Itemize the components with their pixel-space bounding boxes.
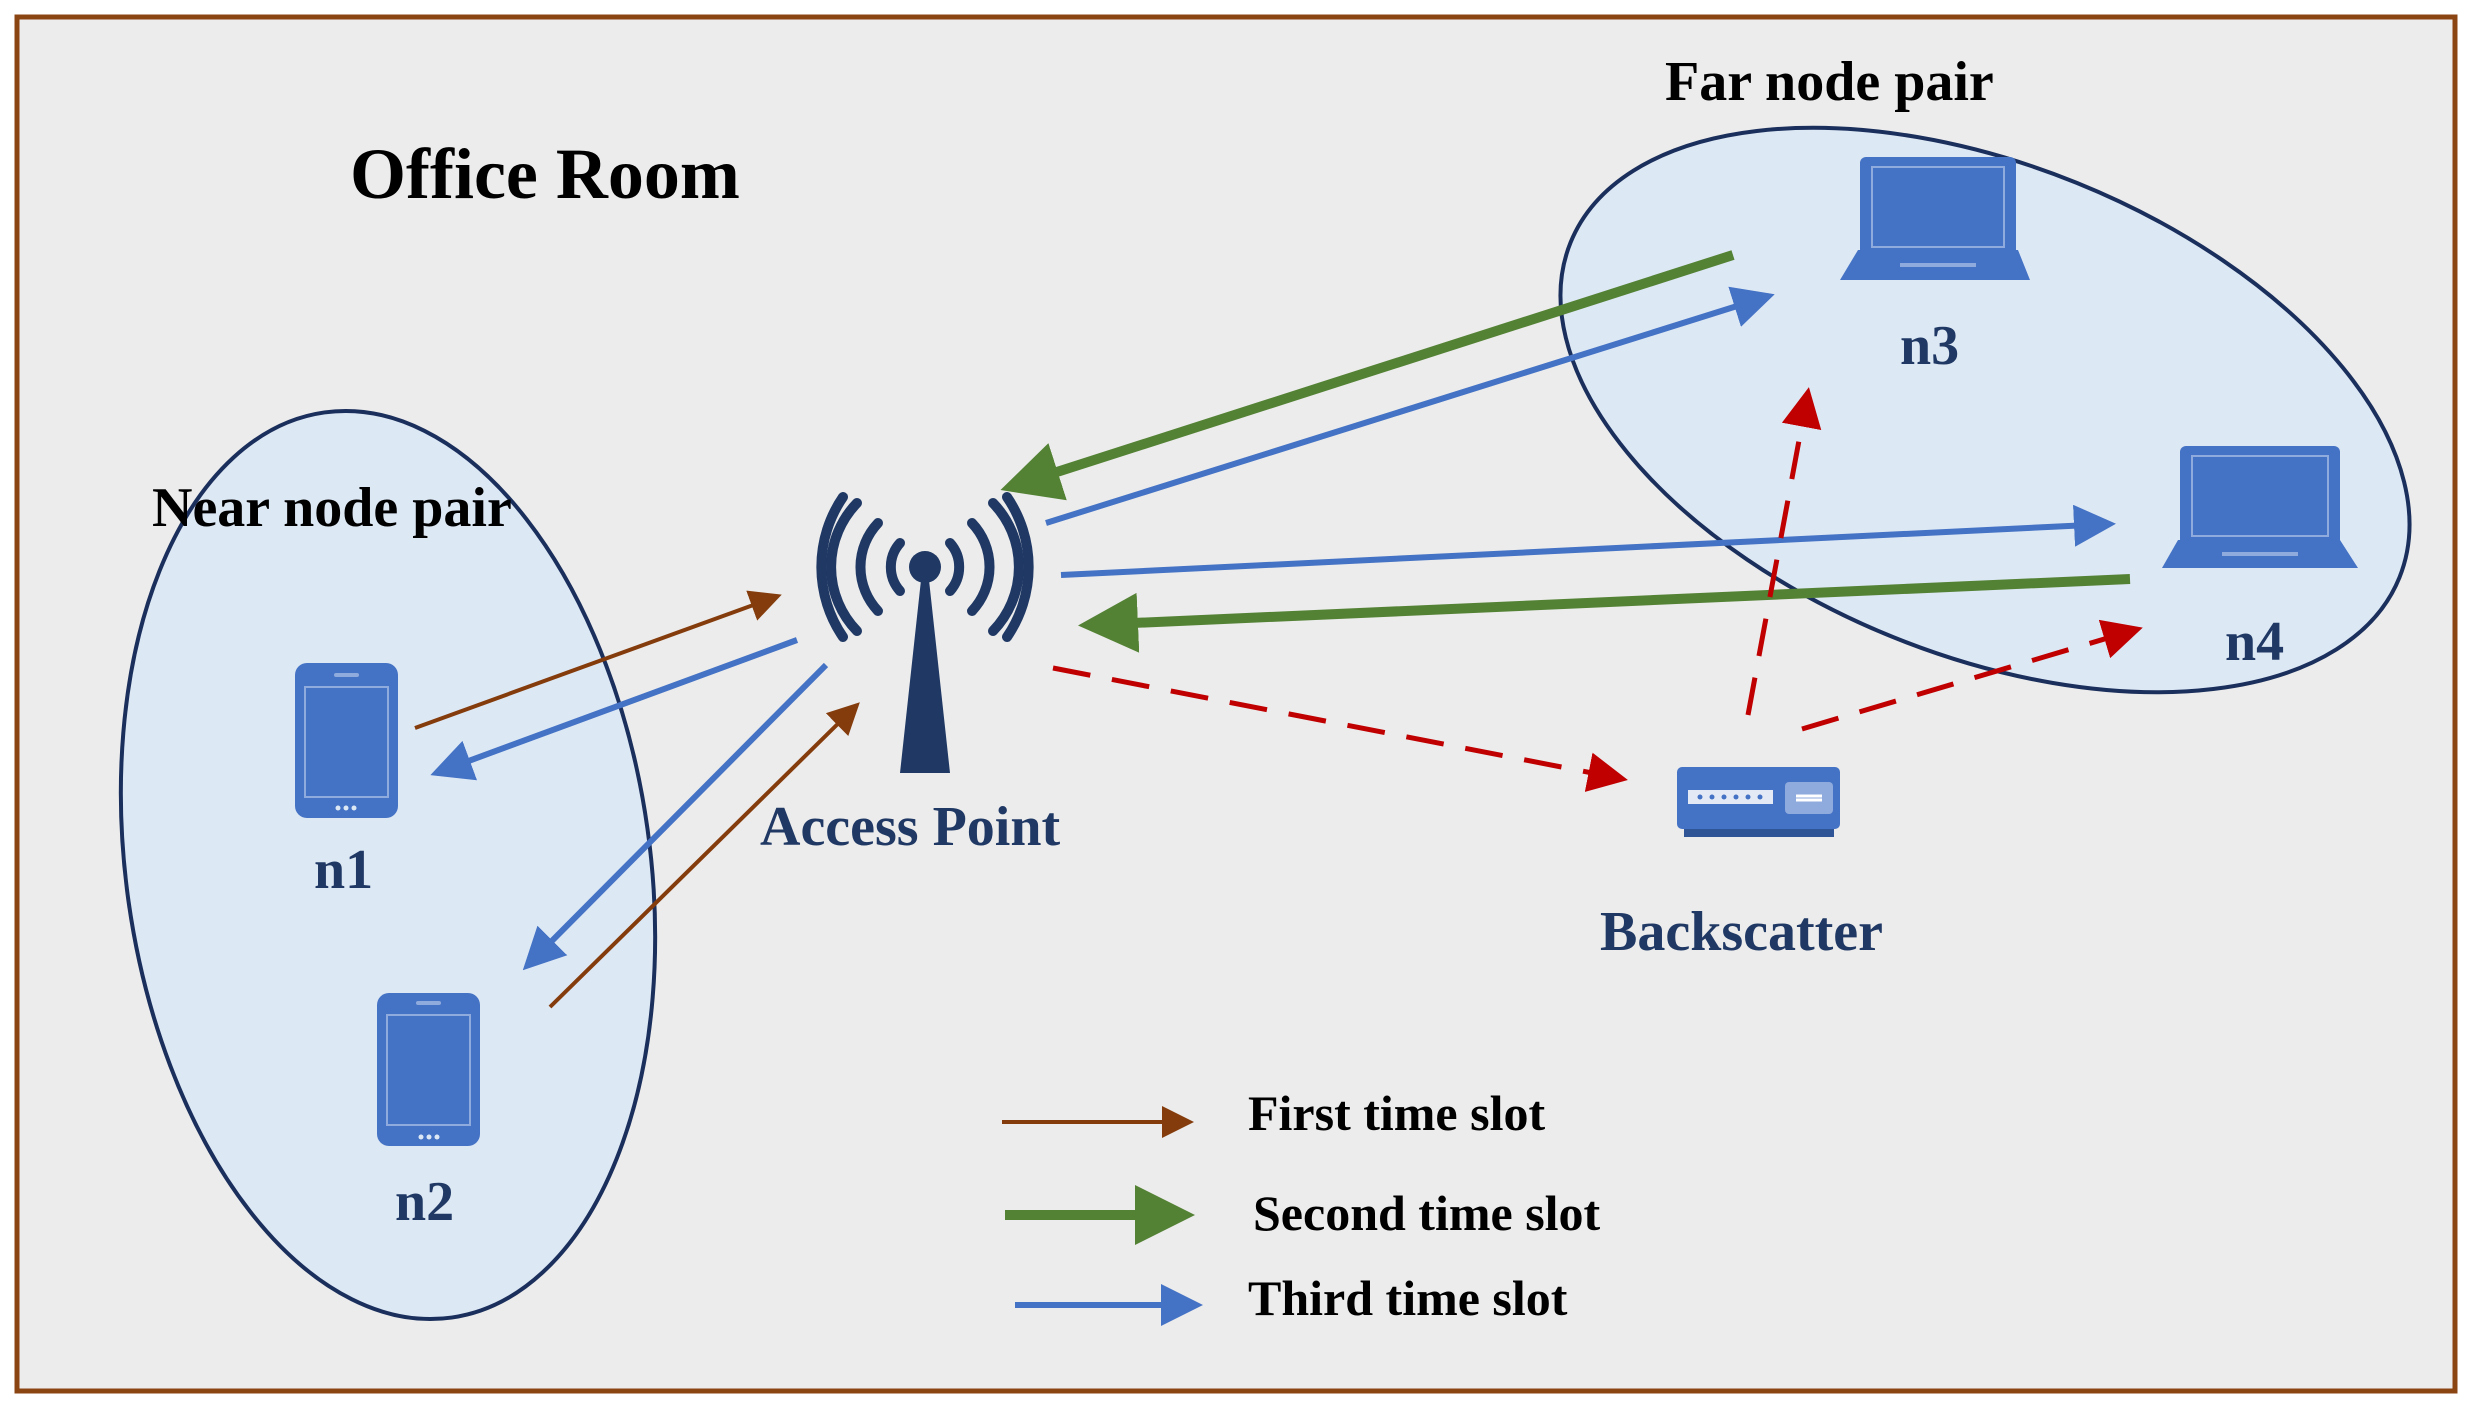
second-slot-link-n3-to-ap [1000, 250, 1735, 501]
legend-second-slot-label: Second time slot [1253, 1185, 1601, 1241]
near-node-pair-label: Near node pair [152, 477, 512, 539]
node-n2-label: n2 [395, 1171, 454, 1233]
third-slot-link-ap-to-n3 [1045, 286, 1775, 526]
legend-first-slot-label: First time slot [1248, 1085, 1545, 1141]
laptop-n4-icon [2162, 446, 2358, 568]
backscatter-device-icon [1677, 767, 1840, 837]
tablet-n2-icon [377, 993, 480, 1146]
legend-third-slot-label: Third time slot [1248, 1270, 1568, 1326]
node-n3-label: n3 [1900, 315, 1959, 377]
first-slot-link-n2-to-ap [548, 702, 860, 1009]
backscatter-link-to-n3 [1745, 387, 1822, 716]
first-slot-link-n1-to-ap [414, 590, 782, 730]
legend: First time slot Second time slot Third t… [1002, 1085, 1601, 1326]
third-slot-link-ap-to-n4 [1060, 504, 2116, 578]
third-slot-link-ap-to-n2 [522, 662, 829, 971]
access-point-icon [816, 492, 1034, 773]
laptop-n3-icon [1840, 157, 2030, 280]
office-room-title: Office Room [350, 134, 740, 214]
far-node-pair-label: Far node pair [1665, 51, 1994, 113]
node-n4-label: n4 [2225, 611, 2284, 673]
near-node-pair-ellipse [118, 408, 658, 1322]
backscatter-label: Backscatter [1600, 901, 1883, 963]
second-slot-link-n4-to-ap [1078, 574, 2131, 653]
access-point-label: Access Point [760, 796, 1061, 858]
backscatter-link-ap-to-backscatter [1052, 665, 1628, 792]
third-slot-link-ap-to-n1 [430, 637, 799, 781]
tablet-n1-icon [295, 663, 398, 818]
node-n1-label: n1 [314, 839, 373, 901]
